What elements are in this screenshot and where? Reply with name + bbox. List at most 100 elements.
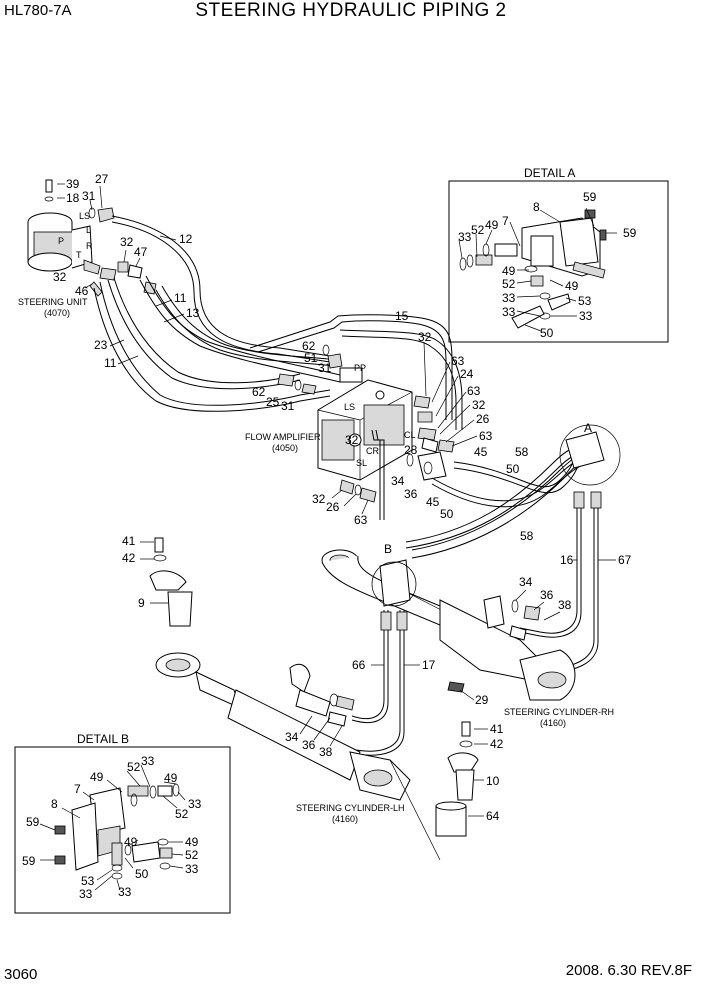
callout-12: 12 <box>179 232 193 246</box>
callout-36: 36 <box>302 738 316 752</box>
callout-32: 32 <box>472 398 486 412</box>
callout-38: 38 <box>558 598 572 612</box>
callout-31: 31 <box>318 361 332 375</box>
cylinder-lh-code: (4160) <box>332 814 358 824</box>
svg-text:SL: SL <box>356 458 367 468</box>
callout-52: 52 <box>175 807 189 821</box>
cylinder-lh-label: STEERING CYLINDER-LH <box>296 803 405 813</box>
cylinder-rh-code: (4160) <box>540 718 566 728</box>
svg-text:LS: LS <box>344 402 355 412</box>
callout-36: 36 <box>404 487 418 501</box>
callout-10: 10 <box>486 774 500 788</box>
callout-32: 32 <box>312 492 326 506</box>
callout-45: 45 <box>426 495 440 509</box>
callout-33: 33 <box>579 309 593 323</box>
callout-41: 41 <box>490 722 504 736</box>
svg-text:L: L <box>86 225 91 235</box>
callout-46: 46 <box>75 284 89 298</box>
callout-33: 33 <box>79 887 93 901</box>
callout-7: 7 <box>502 214 509 228</box>
callout-33: 33 <box>502 291 516 305</box>
page-number: 3060 <box>4 966 38 983</box>
callout-50: 50 <box>540 326 554 340</box>
model-code: HL780-7A <box>4 2 72 19</box>
callout-32: 32 <box>120 235 134 249</box>
callout-59: 59 <box>22 854 36 868</box>
callout-13: 13 <box>186 306 200 320</box>
callout-34: 34 <box>391 474 405 488</box>
callout-49: 49 <box>485 218 499 232</box>
detail-a-title: DETAIL A <box>524 166 575 180</box>
callout-33: 33 <box>458 230 472 244</box>
flow-amplifier: PP LS CR CL SL FLOW AMPLIFIER (4050) 62 … <box>245 330 534 543</box>
callout-42: 42 <box>490 737 504 751</box>
callout-63: 63 <box>467 384 481 398</box>
callout-32: 32 <box>345 433 359 447</box>
callout-49: 49 <box>565 279 579 293</box>
callout-66: 66 <box>352 658 366 672</box>
callout-53: 53 <box>578 294 592 308</box>
callout-50: 50 <box>440 507 454 521</box>
svg-text:LS: LS <box>79 211 90 221</box>
steering-unit: LS L P R T STEERING UNIT (4070) 39 18 31… <box>18 172 157 318</box>
callout-17: 17 <box>422 658 436 672</box>
callout-63: 63 <box>354 513 368 527</box>
svg-text:PP: PP <box>354 363 366 373</box>
callout-27: 27 <box>95 172 109 186</box>
callout-67: 67 <box>618 553 632 567</box>
callout-39: 39 <box>66 177 80 191</box>
callout-18: 18 <box>66 191 80 205</box>
callout-33: 33 <box>141 754 155 768</box>
callout-36: 36 <box>540 588 554 602</box>
callout-33: 33 <box>502 305 516 319</box>
callout-62: 62 <box>252 385 266 399</box>
callout-62: 62 <box>302 339 316 353</box>
callout-34: 34 <box>519 575 533 589</box>
callout-53: 53 <box>81 874 95 888</box>
callout-16: 16 <box>560 553 574 567</box>
svg-text:R: R <box>86 241 93 251</box>
callout-31: 31 <box>82 189 96 203</box>
svg-text:CR: CR <box>366 446 379 456</box>
callout-33: 33 <box>118 885 132 899</box>
callout-49: 49 <box>124 835 138 849</box>
callout-63: 63 <box>479 429 493 443</box>
callout-50: 50 <box>135 867 149 881</box>
hose-bundle: 12 11 13 23 11 15 <box>93 215 463 430</box>
callout-8: 8 <box>51 797 58 811</box>
flow-amplifier-code: (4050) <box>272 443 298 453</box>
callout-42: 42 <box>122 551 136 565</box>
callout-32: 32 <box>418 330 432 344</box>
svg-text:T: T <box>76 250 82 260</box>
callout-49: 49 <box>90 770 104 784</box>
callout-15: 15 <box>395 309 409 323</box>
detail-a-callout: A <box>584 421 592 435</box>
steering-unit-label: STEERING UNIT <box>18 297 88 307</box>
detail-a-panel: DETAIL A 59 8 <box>448 166 669 343</box>
steering-unit-code: (4070) <box>44 308 70 318</box>
callout-49: 49 <box>502 264 516 278</box>
callout-63: 63 <box>451 354 465 368</box>
callout-32: 32 <box>53 270 67 284</box>
callout-9: 9 <box>138 596 145 610</box>
flow-amplifier-label: FLOW AMPLIFIER <box>245 432 321 442</box>
callout-52: 52 <box>502 277 516 291</box>
callout-50: 50 <box>506 462 520 476</box>
callout-38: 38 <box>319 745 333 759</box>
callout-64: 64 <box>486 809 500 823</box>
callout-52: 52 <box>127 760 141 774</box>
callout-8: 8 <box>533 200 540 214</box>
callout-47: 47 <box>134 245 148 259</box>
callout-49: 49 <box>164 771 178 785</box>
callout-26: 26 <box>476 412 490 426</box>
page-title: STEERING HYDRAULIC PIPING 2 <box>195 0 507 21</box>
callout-45: 45 <box>474 445 488 459</box>
callout-52: 52 <box>471 223 485 237</box>
callout-26: 26 <box>326 500 340 514</box>
callout-11: 11 <box>174 291 187 305</box>
callout-7: 7 <box>74 782 81 796</box>
callout-59: 59 <box>26 815 40 829</box>
callout-29: 29 <box>475 693 489 707</box>
steering-cylinder-lh: 41 42 9 34 36 38 STEERING CYLINDER-LH (4… <box>122 534 504 861</box>
callout-34: 34 <box>285 730 299 744</box>
